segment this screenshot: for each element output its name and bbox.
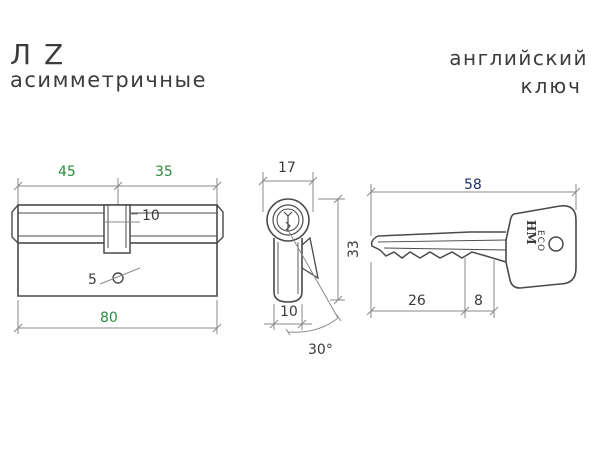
cylinder-drawing: 45 35 80 10 5 — [11, 164, 224, 334]
dim-key-tip: 8 — [474, 293, 483, 309]
dim-width: 17 — [278, 160, 296, 176]
profile-drawing: 17 33 10 30° — [258, 160, 362, 358]
key-type-line1: английский — [449, 46, 588, 70]
dim-key-blade: 26 — [408, 293, 426, 309]
dim-screw: 5 — [88, 272, 97, 288]
dim-cam: 10 — [142, 208, 160, 224]
dim-left: 45 — [58, 164, 76, 180]
dim-total: 80 — [100, 310, 118, 326]
key-brand: НМ — [524, 220, 538, 245]
model-type: асимметричные — [10, 68, 208, 92]
dim-height: 33 — [346, 240, 362, 258]
model-title: Л Z — [10, 38, 66, 71]
dim-key-length: 58 — [464, 177, 482, 193]
key-type-line2: ключ — [520, 74, 582, 98]
key-brand-sub: ECO — [535, 230, 545, 252]
key-drawing: НМ ECO 58 26 8 — [366, 177, 581, 318]
dim-bottom: 10 — [280, 304, 298, 320]
dim-right: 35 — [155, 164, 173, 180]
dim-angle: 30° — [308, 342, 333, 358]
